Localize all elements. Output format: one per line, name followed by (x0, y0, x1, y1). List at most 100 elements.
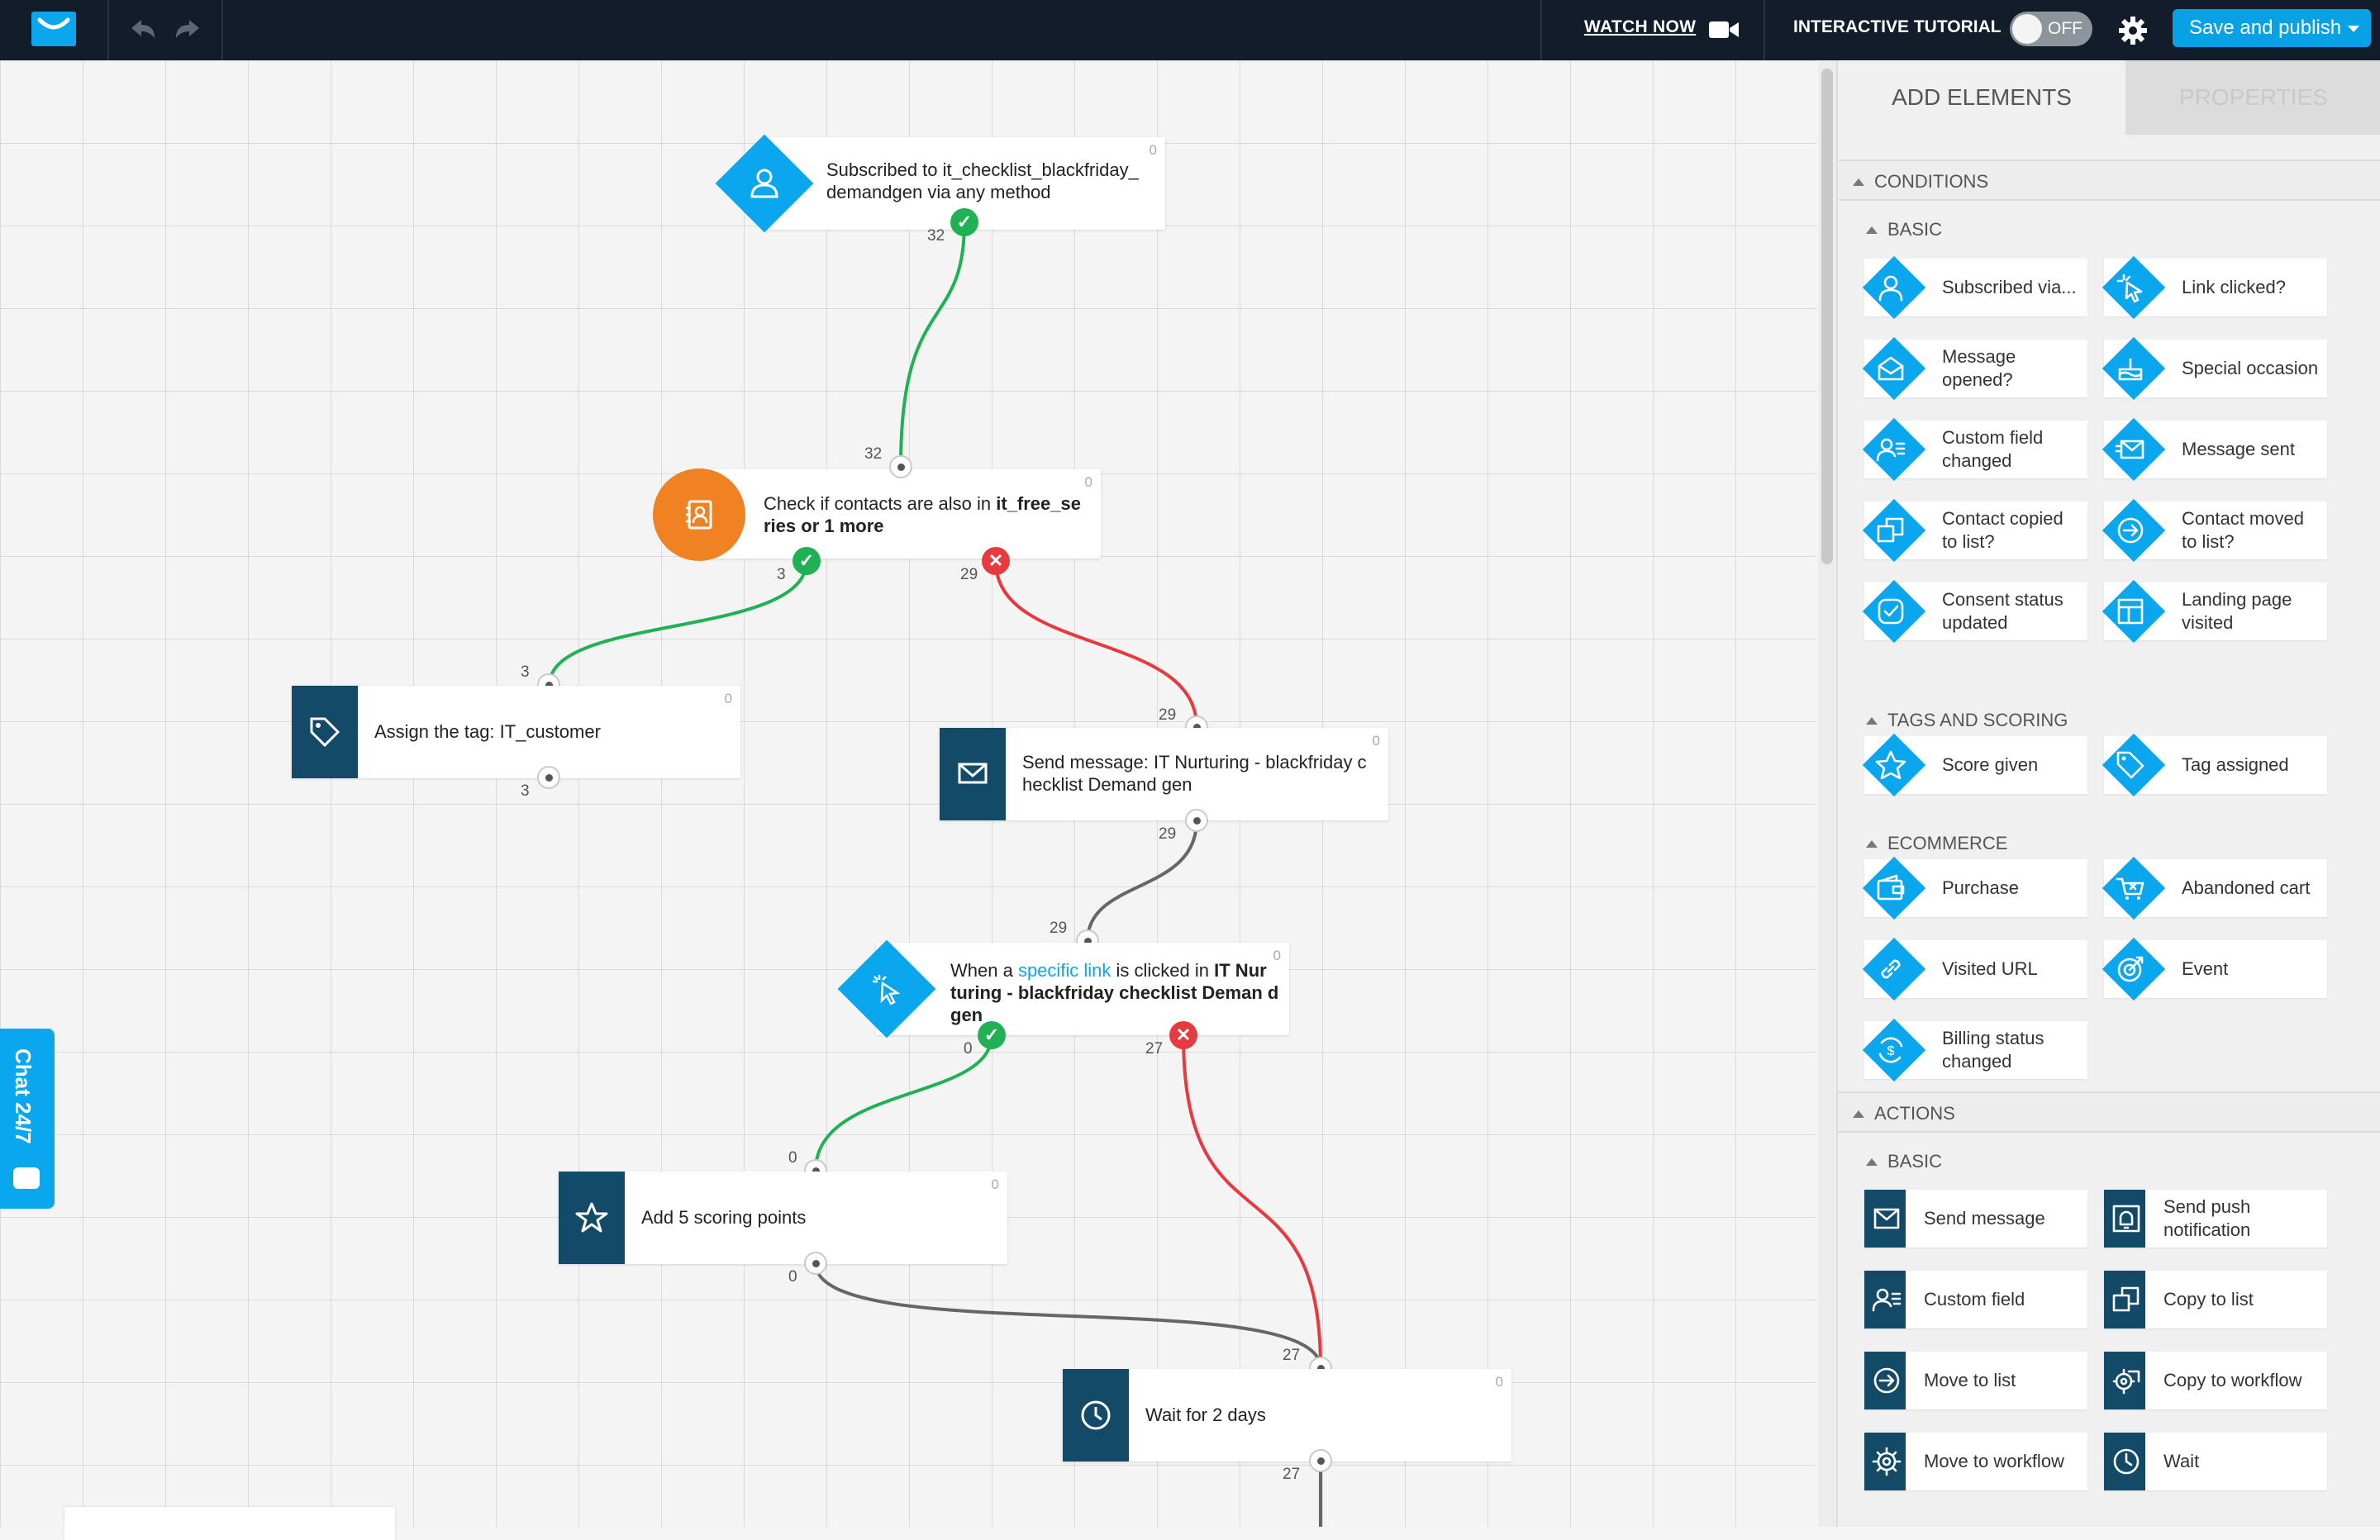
element-tile-score-given[interactable]: Score given (1862, 733, 2087, 797)
node-count: 0 (1084, 474, 1092, 490)
element-tile-consent-status-updated[interactable]: Consent status updated (1862, 579, 2087, 644)
video-camera-icon[interactable] (1707, 18, 1740, 41)
element-tile-custom-field-changed[interactable]: Custom field changed (1862, 417, 2087, 482)
element-tile-billing-status-changed[interactable]: $Billing status changed (1862, 1018, 2087, 1082)
element-tile-custom-field[interactable]: Custom field (1864, 1271, 2087, 1328)
output-port[interactable] (1185, 809, 1208, 832)
cart-icon (2116, 877, 2144, 900)
scrollbar-thumb[interactable] (1821, 69, 1833, 564)
person-icon (750, 169, 778, 198)
node-text-mid: is clicked in (1111, 960, 1215, 981)
redo-icon[interactable] (171, 15, 204, 45)
section-conditions[interactable]: CONDITIONS (1838, 159, 2380, 201)
element-tile-contact-moved-to-list[interactable]: Contact moved to list? (2102, 498, 2327, 563)
output-port[interactable] (804, 1252, 827, 1275)
canvas-scrollbar[interactable] (1818, 60, 1836, 1527)
collapse-icon (1853, 1110, 1864, 1118)
specific-link[interactable]: specific link (1017, 960, 1111, 981)
element-tile-move-to-list[interactable]: Move to list (1864, 1352, 2087, 1409)
element-tile-copy-to-list[interactable]: Copy to list (2104, 1271, 2327, 1328)
divider (1764, 0, 1765, 60)
divider (107, 0, 109, 60)
port-count: 27 (1283, 1466, 1301, 1483)
no-port-icon[interactable]: ✕ (982, 547, 1010, 575)
element-tile-tag-assigned[interactable]: Tag assigned (2102, 733, 2327, 797)
port-count: 32 (864, 445, 883, 463)
save-and-publish-button[interactable]: Save and publish (2173, 9, 2371, 47)
dropdown-caret-icon[interactable] (2348, 26, 2359, 32)
logo-icon[interactable] (30, 10, 78, 48)
star-icon (1875, 750, 1906, 780)
section-actions[interactable]: ACTIONS (1838, 1091, 2380, 1133)
port-count: 27 (1283, 1347, 1301, 1364)
collapse-icon (1866, 839, 1878, 848)
send-envelope-icon (2115, 440, 2144, 459)
top-bar: WATCH NOW INTERACTIVE TUTORIAL OFF Save … (0, 0, 2380, 60)
minimap-panel[interactable] (64, 1507, 395, 1540)
element-tile-landing-page-visited[interactable]: Landing page visited (2102, 579, 2327, 644)
node-text-bold: it_free_se ries or 1 more (764, 493, 1081, 536)
yes-port-icon[interactable]: ✓ (978, 1021, 1006, 1049)
element-tile-wait[interactable]: Wait (2104, 1433, 2327, 1490)
no-port-icon[interactable]: ✕ (1169, 1021, 1197, 1049)
tab-add-elements[interactable]: ADD ELEMENTS (1838, 60, 2125, 135)
divider (1540, 0, 1542, 60)
element-tile-visited-url[interactable]: Visited URL (1862, 937, 2087, 1001)
gear-icon[interactable] (2117, 15, 2149, 46)
node-wait[interactable]: Wait for 2 days 0 (1063, 1369, 1511, 1462)
node-subscribed[interactable]: Subscribed to it_checklist_blackfriday_ … (762, 137, 1165, 230)
layout-icon (2117, 598, 2144, 625)
target-icon (2117, 956, 2144, 982)
subsection-ecommerce[interactable]: ECOMMERCE (1838, 823, 2380, 864)
node-text-bold: IT Nur turing - blackfriday checklist De… (950, 960, 1279, 1025)
undo-icon[interactable] (126, 15, 159, 45)
element-tile-subscribed-via[interactable]: Subscribed via... (1862, 255, 2087, 320)
element-tile-link-clicked[interactable]: Link clicked? (2102, 255, 2327, 320)
tile-label: Visited URL (1942, 958, 2038, 979)
element-tile-purchase[interactable]: Purchase (1862, 856, 2087, 920)
chat-button[interactable]: Chat 24/7 (0, 1029, 55, 1209)
tag-icon (310, 717, 340, 748)
element-tile-abandoned-cart[interactable]: Abandoned cart (2102, 856, 2327, 920)
tile-label: Copy to workflow (2163, 1370, 2302, 1390)
node-assign-tag[interactable]: Assign the tag: IT_customer 0 (292, 686, 740, 778)
tile-label: Message sent (2182, 439, 2295, 459)
node-link-clicked[interactable]: When a specific link is clicked in IT Nu… (876, 943, 1289, 1035)
element-tile-copy-to-workflow[interactable]: Copy to workflow (2104, 1352, 2327, 1409)
workflow-canvas[interactable]: Subscribed to it_checklist_blackfriday_ … (0, 60, 1816, 1527)
node-check-lists[interactable]: Check if contacts are also in it_free_se… (711, 469, 1101, 558)
tile-icon-square (2104, 1190, 2145, 1248)
person-field-icon (1872, 1288, 1902, 1312)
tab-properties[interactable]: PROPERTIES (2125, 60, 2380, 135)
section-title: ECOMMERCE (1887, 833, 2008, 853)
subsection-basic[interactable]: BASIC (1838, 209, 2380, 250)
tile-label: Landing page visited (2182, 589, 2292, 633)
element-tile-send-message[interactable]: Send message (1864, 1190, 2087, 1248)
tile-label: Move to workflow (1924, 1451, 2064, 1471)
element-tile-message-sent[interactable]: Message sent (2102, 417, 2327, 482)
node-text: Add 5 scoring points (641, 1207, 807, 1228)
port-count: 3 (777, 566, 786, 583)
node-add-scoring[interactable]: Add 5 scoring points 0 (559, 1172, 1007, 1264)
element-tile-message-opened[interactable]: Message opened? (1862, 336, 2087, 401)
subsection-actions-basic[interactable]: BASIC (1838, 1141, 2380, 1182)
node-send-message[interactable]: Send message: IT Nurturing - blackfriday… (940, 728, 1388, 820)
element-tile-contact-copied-to-list[interactable]: Contact copied to list? (1862, 498, 2087, 563)
watch-now-link[interactable]: WATCH NOW (1584, 17, 1697, 36)
subsection-tags-scoring[interactable]: TAGS AND SCORING (1838, 700, 2380, 741)
gear-icon (1872, 1447, 1902, 1476)
node-count: 0 (1372, 733, 1380, 749)
element-tile-event[interactable]: Event (2102, 937, 2327, 1001)
clock-icon (2113, 1448, 2140, 1475)
yes-port-icon[interactable]: ✓ (793, 547, 821, 575)
output-port[interactable] (1309, 1449, 1332, 1472)
tutorial-toggle[interactable]: OFF (2010, 12, 2092, 46)
element-tile-special-occasion[interactable]: Special occasion (2102, 336, 2327, 401)
element-tile-move-to-workflow[interactable]: Move to workflow (1864, 1433, 2087, 1490)
divider (221, 0, 223, 60)
output-port[interactable] (537, 766, 560, 789)
element-tile-send-push-notification[interactable]: Send push notification (2104, 1190, 2327, 1248)
input-port[interactable] (889, 455, 912, 478)
yes-port-icon[interactable]: ✓ (950, 208, 978, 236)
tile-icon-square (2104, 1352, 2145, 1409)
